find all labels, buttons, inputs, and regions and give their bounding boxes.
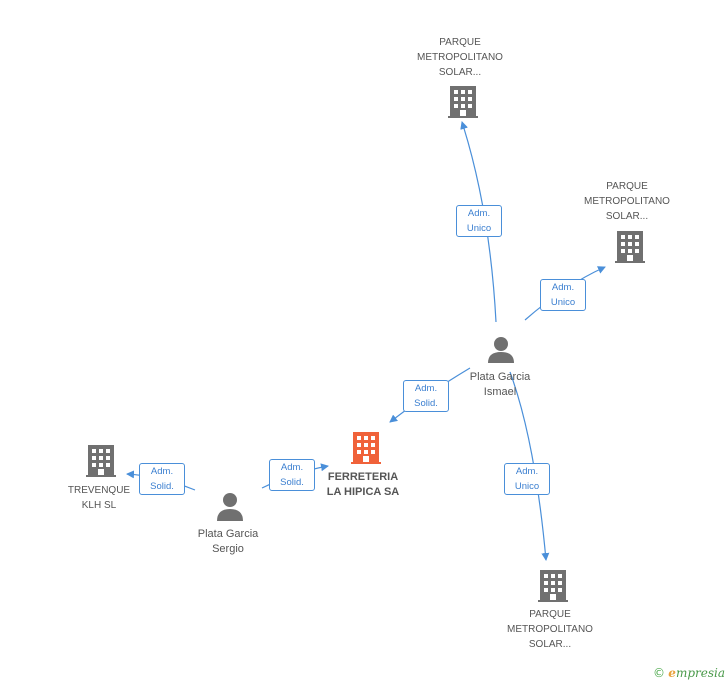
- relation-line: Unico: [550, 297, 576, 308]
- node-label-parque2[interactable]: PARQUE METROPOLITANO SOLAR...: [577, 179, 677, 224]
- relation-label-adm-solid: Adm. Solid.: [403, 380, 449, 412]
- label-line: TREVENQUE: [67, 485, 131, 496]
- building-icon-ferreteria[interactable]: [351, 432, 381, 464]
- label-line: METROPOLITANO: [584, 196, 670, 207]
- label-line: KLH SL: [81, 500, 117, 511]
- relation-label-adm-unico: Adm. Unico: [504, 463, 550, 495]
- building-icon-parque3[interactable]: [538, 570, 568, 602]
- label-line: Ismael: [483, 386, 517, 398]
- node-label-sergio[interactable]: Plata Garcia Sergio: [178, 527, 278, 557]
- relation-line: Adm.: [150, 466, 174, 477]
- node-label-trevenque[interactable]: TREVENQUE KLH SL: [49, 483, 149, 513]
- label-line: FERRETERIA: [327, 471, 399, 483]
- empresia-logo: © empresia: [653, 666, 725, 680]
- person-icon-ismael[interactable]: [488, 337, 514, 363]
- copyright-symbol: ©: [652, 666, 665, 680]
- relation-label-adm-solid: Adm. Solid.: [269, 459, 315, 491]
- brand-rest: mpresia: [675, 666, 725, 680]
- label-line: Plata Garcia: [469, 371, 531, 383]
- label-line: SOLAR...: [605, 211, 649, 222]
- relation-line: Unico: [514, 481, 540, 492]
- relation-label-adm-unico: Adm. Unico: [456, 205, 502, 237]
- relation-line: Adm.: [414, 383, 438, 394]
- relation-line: Solid.: [150, 481, 174, 492]
- relation-line: Adm.: [515, 466, 539, 477]
- label-line: Sergio: [212, 543, 244, 555]
- node-label-parque3[interactable]: PARQUE METROPOLITANO SOLAR...: [500, 607, 600, 652]
- building-icon-trevenque[interactable]: [86, 445, 116, 477]
- label-line: METROPOLITANO: [417, 52, 503, 63]
- relation-line: Adm.: [280, 462, 304, 473]
- label-line: SOLAR...: [528, 639, 572, 650]
- edge-ismael-parque3: [509, 371, 550, 561]
- relation-line: Unico: [466, 223, 492, 234]
- label-line: Plata Garcia: [197, 528, 259, 540]
- relation-line: Solid.: [414, 398, 438, 409]
- label-line: PARQUE: [606, 181, 648, 192]
- relation-line: Adm.: [467, 208, 491, 219]
- label-line: PARQUE: [529, 609, 571, 620]
- relation-label-adm-solid: Adm. Solid.: [139, 463, 185, 495]
- node-label-parque1[interactable]: PARQUE METROPOLITANO SOLAR...: [410, 35, 510, 80]
- building-icon-parque2[interactable]: [615, 231, 645, 263]
- label-line: METROPOLITANO: [507, 624, 593, 635]
- node-label-ismael[interactable]: Plata Garcia Ismael: [450, 370, 550, 400]
- node-label-ferreteria[interactable]: FERRETERIA LA HIPICA SA: [313, 470, 413, 500]
- brand-initial: e: [668, 666, 676, 680]
- relation-line: Solid.: [280, 477, 304, 488]
- relation-label-adm-unico: Adm. Unico: [540, 279, 586, 311]
- label-line: LA HIPICA SA: [326, 486, 400, 498]
- label-line: SOLAR...: [438, 67, 482, 78]
- person-icon-sergio[interactable]: [217, 493, 243, 521]
- building-icon-parque1[interactable]: [448, 86, 478, 118]
- label-line: PARQUE: [439, 37, 481, 48]
- relation-line: Adm.: [551, 282, 575, 293]
